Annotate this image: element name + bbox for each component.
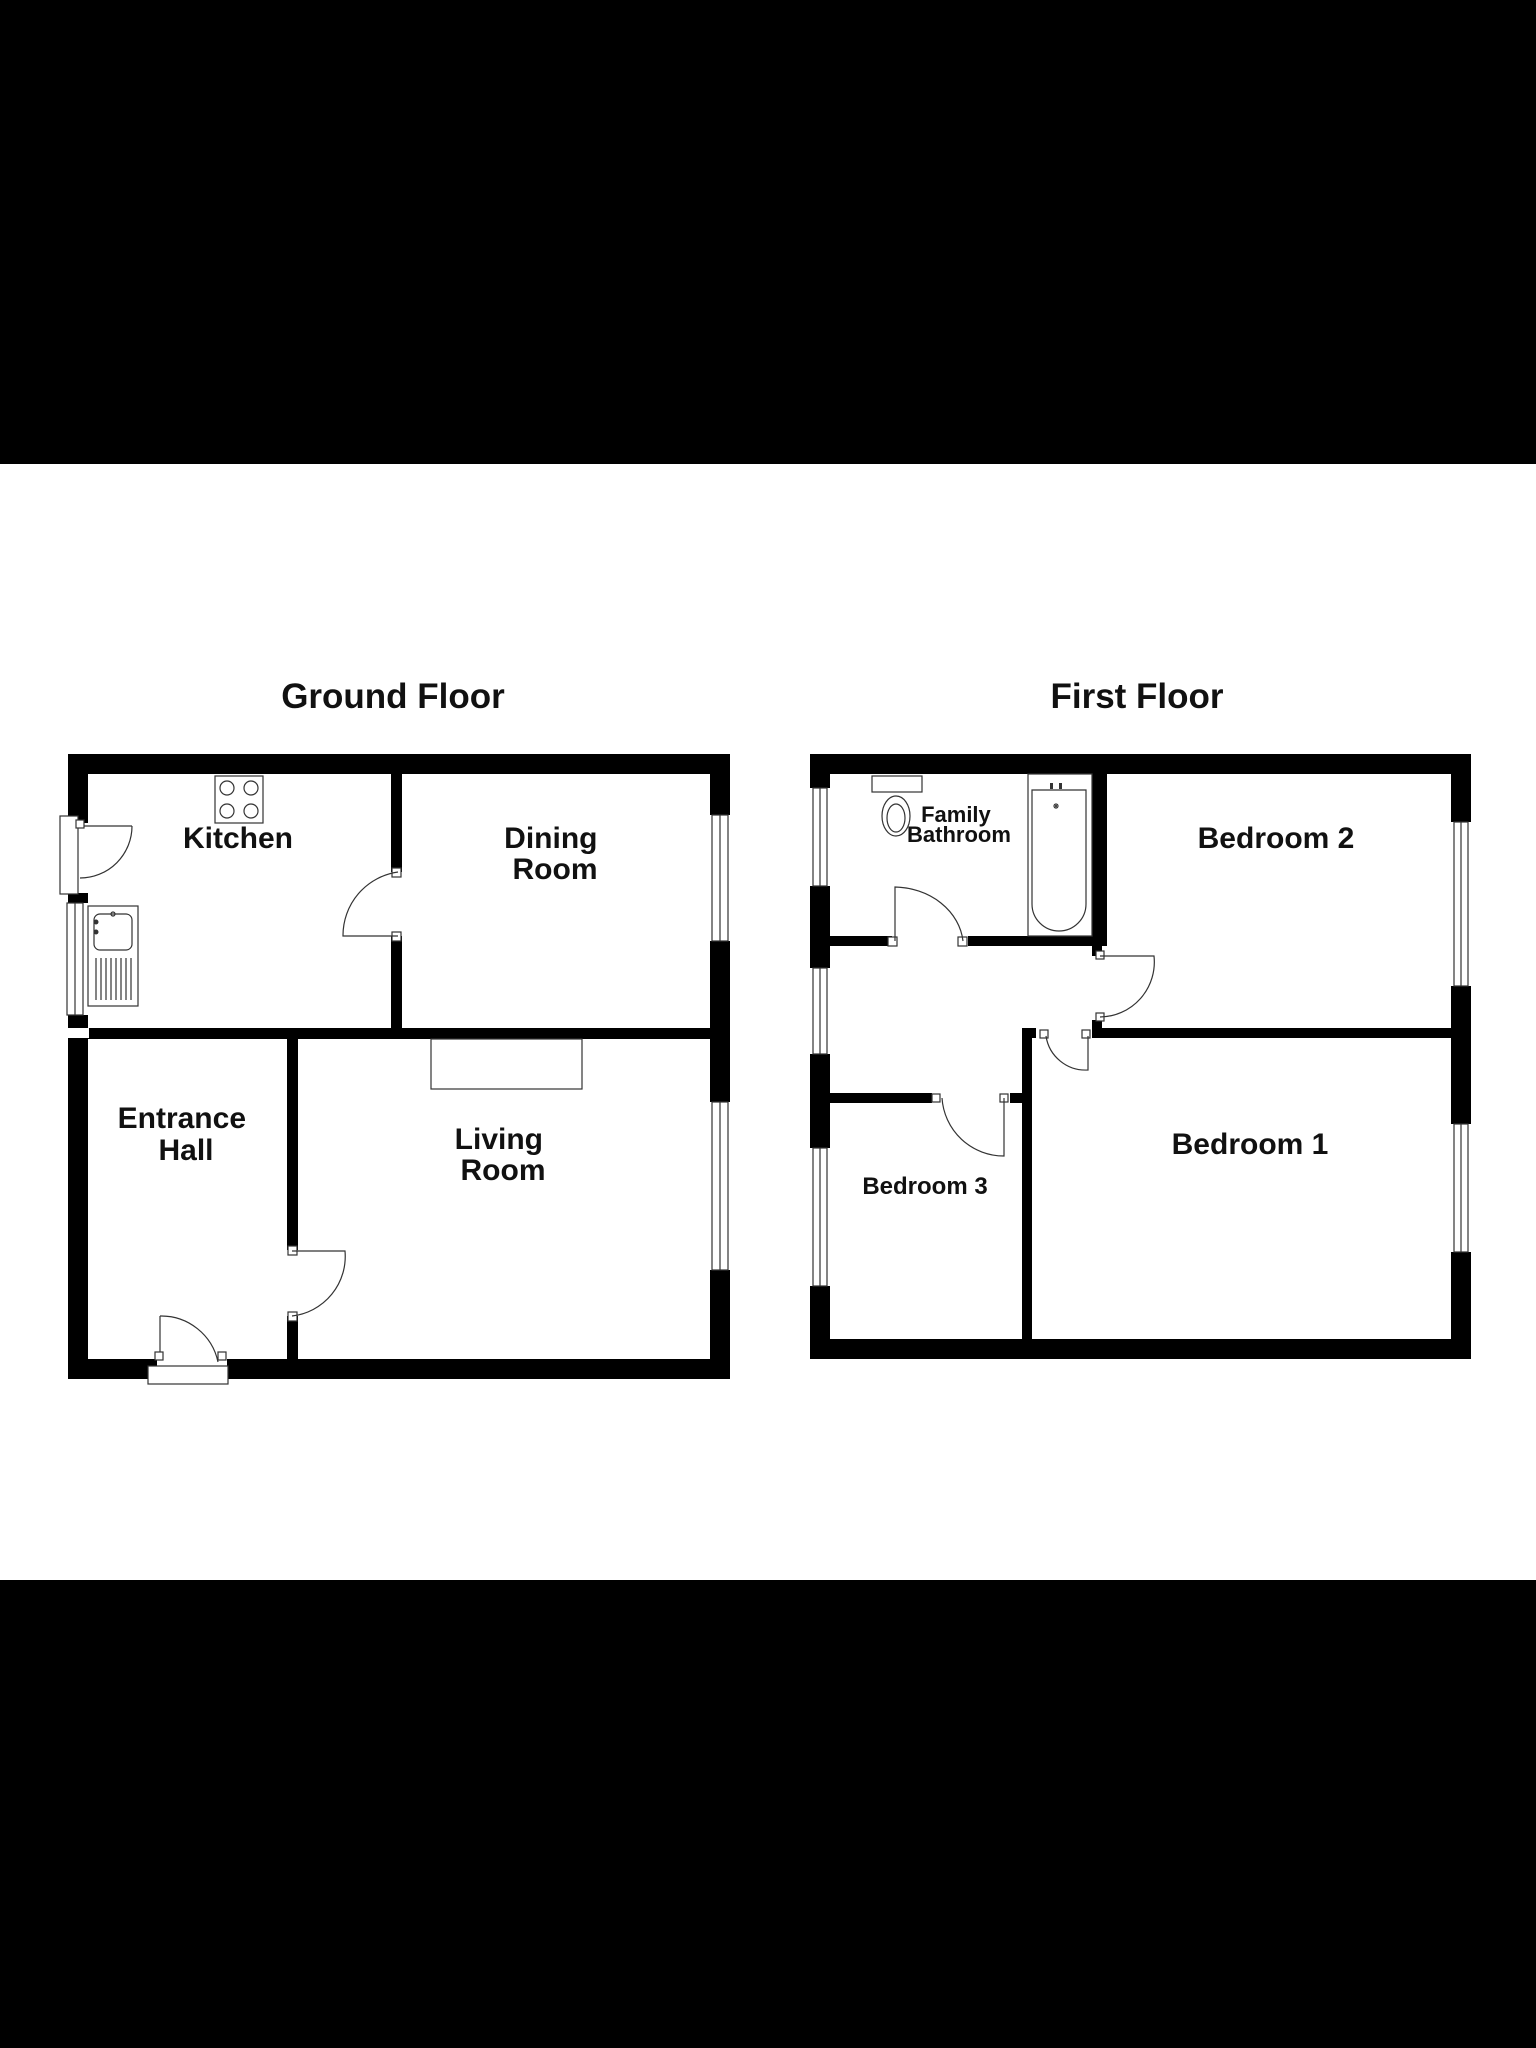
room-dining-line-2: Room xyxy=(513,853,598,886)
ground-window-right-living xyxy=(709,1101,731,1271)
ground-window-right-dining xyxy=(709,814,731,942)
room-bedroom-2: Bedroom 2 xyxy=(1198,822,1355,855)
door-bedroom-2 xyxy=(1095,950,1155,1022)
wall-landing-bed3-a xyxy=(830,1093,932,1103)
room-hall-line-1: Entrance xyxy=(118,1102,246,1135)
wall-bath-landing-a xyxy=(830,936,892,946)
room-family-bathroom: Family Bathroom xyxy=(907,802,1011,847)
room-bath-line-1: Family xyxy=(921,802,991,827)
ground-floor-title: Ground Floor xyxy=(281,677,505,716)
room-bath-line-2: Bathroom xyxy=(907,822,1011,847)
room-kitchen-line: Kitchen xyxy=(183,822,293,855)
first-window-left-landing xyxy=(809,967,831,1055)
hob-icon xyxy=(214,775,264,824)
wall-bath-landing-b xyxy=(968,936,1107,946)
door-bedroom-3 xyxy=(931,1093,1009,1157)
first-floor-title: First Floor xyxy=(1050,677,1223,716)
toilet-icon xyxy=(871,775,923,837)
first-window-left-bathroom xyxy=(809,787,831,887)
room-bed2-line: Bedroom 2 xyxy=(1198,822,1355,855)
room-hall-line-2: Hall xyxy=(158,1134,213,1167)
wall-hall-living xyxy=(287,1039,298,1359)
ground-floor: Ground Floor xyxy=(59,677,731,1385)
room-bedroom-3: Bedroom 3 xyxy=(862,1173,987,1200)
paper xyxy=(0,464,1536,1580)
room-bed1-line: Bedroom 1 xyxy=(1172,1128,1329,1161)
sink-icon xyxy=(87,905,139,1007)
room-entrance-hall: Entrance Hall xyxy=(118,1102,255,1167)
fireplace-icon xyxy=(430,1038,583,1090)
door-kitchen-dining xyxy=(342,867,402,942)
first-window-left-bed3 xyxy=(809,1147,831,1287)
wall-bed2-bed1 xyxy=(1092,1028,1451,1038)
front-door xyxy=(147,1315,229,1385)
room-bedroom-1: Bedroom 1 xyxy=(1172,1128,1329,1161)
door-bedroom-1 xyxy=(1039,1029,1091,1071)
wall-horizontal xyxy=(88,1028,710,1039)
room-living-line-2: Room xyxy=(461,1154,546,1187)
room-dining-line-1: Dining xyxy=(504,822,597,855)
wall-landing-bed3-b xyxy=(1010,1093,1032,1103)
room-kitchen: Kitchen xyxy=(183,822,293,855)
door-hall-living xyxy=(287,1245,346,1322)
room-bed3-line: Bedroom 3 xyxy=(862,1173,987,1200)
room-living-line-1: Living xyxy=(455,1123,543,1156)
first-window-right-bed1 xyxy=(1450,1123,1472,1253)
room-dining-room: Dining Room xyxy=(504,822,606,886)
wall-bath-bed2 xyxy=(1092,774,1107,946)
first-floor: First Floor xyxy=(809,677,1472,1359)
kitchen-back-door xyxy=(75,819,133,879)
bath-icon xyxy=(1027,773,1093,937)
door-bathroom xyxy=(887,886,968,947)
first-window-right-bed2 xyxy=(1450,821,1472,987)
room-living-room: Living Room xyxy=(455,1123,552,1187)
ground-window-left-kitchen xyxy=(59,815,89,1016)
wall-bed3-bed1 xyxy=(1022,1028,1032,1339)
